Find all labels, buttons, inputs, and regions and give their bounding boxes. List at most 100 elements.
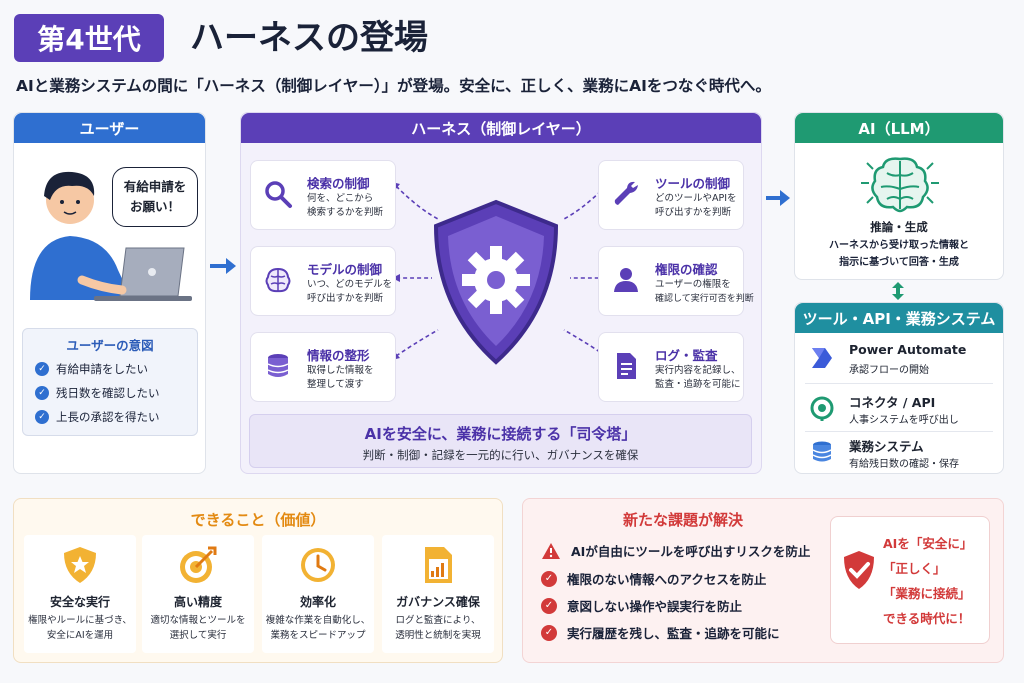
tool-desc: 有給残日数の確認・保存	[849, 459, 959, 470]
solve-label: AIが自由にツールを呼び出すリスクを防止	[571, 544, 811, 559]
tool-desc: 人事システムを呼び出し	[849, 415, 959, 426]
solve-label: 意図しない操作や誤実行を防止	[567, 599, 743, 614]
check-icon: ✓	[35, 386, 49, 400]
page-title: ハーネスの登場	[190, 18, 428, 58]
tool-item: コネクタ / API 人事システムを呼び出し	[795, 387, 1003, 433]
brain-circuit-icon	[861, 157, 939, 213]
intent-label: 残日数を確認したい	[56, 386, 160, 400]
solve-item: AIが自由にツールを呼び出すリスクを防止	[541, 541, 810, 560]
tool-title: コネクタ / API	[849, 395, 936, 410]
tool-title: 業務システム	[849, 439, 924, 454]
value-desc: 権限やルールに基づき、安全にAIを運用	[28, 615, 132, 641]
control-title: 情報の整形	[307, 348, 370, 363]
database-icon	[812, 441, 832, 462]
target-icon	[180, 546, 217, 583]
tools-panel: ツール・API・業務システム Power Automate 承認フローの開始 コ…	[794, 302, 1004, 474]
tool-title: Power Automate	[849, 342, 967, 357]
shield-check-icon	[844, 551, 874, 589]
intent-label: 上長の承認を得たい	[56, 410, 160, 424]
control-desc: 取得した情報を整理して渡す	[307, 365, 374, 390]
value-desc: 適切な情報とツールを選択して実行	[150, 615, 246, 641]
check-icon: ✓	[541, 624, 557, 641]
ai-description: ハーネスから受け取った情報と指示に基づいて回答・生成	[829, 240, 969, 268]
control-desc: 何を、どこから検索するかを判断	[307, 193, 384, 218]
ai-role-label: 推論・生成	[870, 220, 928, 234]
control-card-model: モデルの制御 いつ、どのモデルを呼び出すかを判断	[250, 246, 396, 316]
search-icon	[265, 181, 292, 208]
solve-label: 権限のない情報へのアクセスを防止	[567, 572, 767, 587]
speech-bubble: 有給申請を お願い！	[112, 167, 198, 227]
control-desc: ユーザーの権限を確認して実行可否を判断	[655, 279, 754, 304]
ai-panel-title: AI（LLM）	[795, 113, 1003, 143]
intent-label: 有給申請をしたい	[56, 362, 148, 376]
warning-icon	[542, 542, 560, 559]
value-item: 効率化 複雑な作業を自動化し、業務をスピードアップ	[262, 535, 374, 653]
value-item: 安全な実行 権限やルールに基づき、安全にAIを運用	[24, 535, 136, 653]
generation-badge: 第4世代	[14, 14, 164, 62]
divider	[805, 431, 993, 432]
bubble-line-2: お願い！	[129, 199, 180, 214]
solve-label: 実行履歴を残し、監査・追跡を可能に	[567, 626, 780, 641]
shield-star-icon	[64, 547, 96, 583]
solve-item: ✓ 権限のない情報へのアクセスを防止	[541, 569, 766, 588]
tools-panel-title: ツール・API・業務システム	[795, 303, 1003, 333]
report-icon	[425, 547, 452, 583]
arrow-right-icon	[210, 258, 236, 274]
slogan-box: AIを「安全に」 「正しく」 「業務に接続」 できる時代に！	[830, 516, 990, 644]
tool-desc: 承認フローの開始	[849, 365, 929, 376]
user-intent-box: ユーザーの意図 ✓有給申請をしたい ✓ 残日数を確認したい ✓上長の承認を得たい	[22, 328, 198, 436]
intent-item: ✓有給申請をしたい	[35, 361, 148, 377]
database-icon	[267, 354, 289, 377]
intent-item: ✓ 残日数を確認したい	[35, 385, 160, 401]
control-desc: いつ、どのモデルを呼び出すかを判断	[307, 279, 393, 304]
control-title: 検索の制御	[307, 176, 370, 191]
solve-panel-title: 新たな課題が解決	[622, 511, 743, 529]
value-panel: できること（価値） 安全な実行 権限やルールに基づき、安全にAIを運用 高い精度…	[13, 498, 503, 663]
shield-gear-icon	[433, 199, 559, 365]
harness-panel-title: ハーネス（制御レイヤー）	[241, 113, 761, 143]
user-intent-title: ユーザーの意図	[66, 338, 154, 353]
value-panel-title: できること（価値）	[190, 511, 326, 529]
brain-icon	[265, 267, 291, 293]
ai-panel: AI（LLM） 推論・生成 ハーネスから受け取った情報と指示に基づいて回答・生成	[794, 112, 1004, 280]
check-icon: ✓	[541, 597, 557, 614]
wrench-icon	[614, 181, 638, 205]
value-title: 安全な実行	[49, 595, 110, 609]
divider	[805, 383, 993, 384]
document-icon	[617, 353, 636, 379]
command-center-subtitle: 判断・制御・記録を一元的に行い、ガバナンスを確保	[362, 448, 639, 462]
control-title: ログ・監査	[655, 348, 718, 363]
arrow-updown-icon	[892, 282, 904, 300]
control-desc: 実行内容を記録し、監査・追跡を可能に	[655, 365, 741, 390]
user-panel-title: ユーザー	[14, 113, 205, 143]
control-title: モデルの制御	[307, 262, 383, 277]
connector-icon	[810, 396, 834, 421]
control-title: 権限の確認	[655, 262, 718, 277]
page-subtitle: AIと業務システムの間に「ハーネス（制御レイヤー）」が登場。安全に、正しく、業務…	[16, 77, 771, 95]
power-automate-icon	[812, 348, 832, 368]
value-title: ガバナンス確保	[396, 595, 480, 609]
control-card-permission: 権限の確認 ユーザーの権限を確認して実行可否を判断	[598, 246, 754, 316]
tool-item: Power Automate 承認フローの開始	[795, 337, 1003, 383]
slogan-text: AIを「安全に」 「正しく」 「業務に接続」 できる時代に！	[883, 536, 973, 626]
control-card-search: 検索の制御 何を、どこから検索するかを判断	[250, 160, 396, 230]
value-title: 高い精度	[173, 595, 222, 609]
value-title: 効率化	[299, 595, 336, 609]
control-card-log: ログ・監査 実行内容を記録し、監査・追跡を可能に	[598, 332, 744, 402]
bubble-line-1: 有給申請を	[123, 179, 187, 194]
value-desc: 複雑な作業を自動化し、業務をスピードアップ	[265, 615, 371, 641]
harness-connectors	[392, 182, 610, 360]
user-laptop-illustration	[30, 171, 192, 301]
command-center-title: AIを安全に、業務に接続する「司令塔」	[364, 425, 637, 443]
intent-item: ✓上長の承認を得たい	[35, 409, 160, 425]
command-center-box: AIを安全に、業務に接続する「司令塔」 判断・制御・記録を一元的に行い、ガバナン…	[249, 414, 752, 468]
value-desc: ログと監査により、透明性と統制を実現	[395, 615, 481, 641]
value-item: 高い精度 適切な情報とツールを選択して実行	[142, 535, 254, 653]
control-title: ツールの制御	[655, 176, 731, 191]
solve-item: ✓ 実行履歴を残し、監査・追跡を可能に	[541, 623, 780, 642]
control-card-format: 情報の整形 取得した情報を整理して渡す	[250, 332, 396, 402]
check-icon: ✓	[541, 570, 557, 587]
control-card-tool: ツールの制御 どのツールやAPIを呼び出すかを判断	[598, 160, 744, 230]
control-desc: どのツールやAPIを呼び出すかを判断	[655, 193, 737, 218]
user-icon	[614, 268, 638, 292]
